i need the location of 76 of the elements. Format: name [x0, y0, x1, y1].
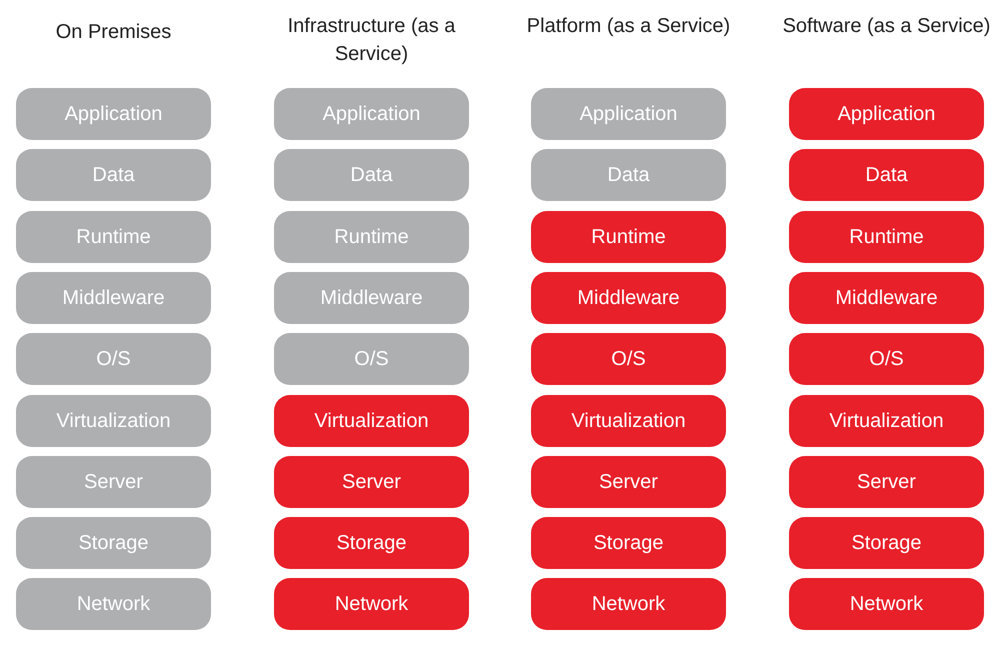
- layer-box: [274, 394, 469, 446]
- layer-box: [789, 210, 984, 263]
- layer-box: [531, 272, 726, 324]
- layer-label: Data: [865, 163, 908, 188]
- layer-label: Virtualization: [56, 408, 171, 434]
- layer-box: [16, 578, 211, 630]
- layer-label: O/S: [96, 347, 131, 372]
- layer-box: [531, 210, 726, 263]
- layer-label: Network: [76, 592, 150, 618]
- layer-label: Middleware: [62, 286, 165, 311]
- layer-box: [274, 456, 469, 508]
- layer-box: [531, 517, 726, 570]
- layer-box: [789, 333, 984, 386]
- layer-label: Network: [850, 592, 924, 618]
- layer-label: Runtime: [849, 224, 924, 250]
- layer-box: [274, 517, 469, 570]
- layer-box: [16, 456, 211, 508]
- layer-box: [16, 88, 211, 140]
- layer-box: [274, 578, 469, 630]
- layer-box: [16, 210, 211, 263]
- column-heading: Software (as a Service): [782, 14, 992, 39]
- layer-label: O/S: [611, 347, 646, 372]
- layer-label: Runtime: [334, 224, 409, 250]
- layer-label: Data: [607, 163, 650, 188]
- layer-label: Runtime: [591, 224, 666, 250]
- layer-box: [531, 578, 726, 630]
- layer-box: [274, 272, 469, 324]
- layer-box: [531, 149, 726, 202]
- layer-label: Middleware: [835, 286, 938, 311]
- layer-box: [16, 272, 211, 324]
- layer-box: [531, 88, 726, 140]
- layer-label: Server: [342, 470, 401, 495]
- layer-box: [789, 149, 984, 202]
- layer-label: Virtualization: [314, 408, 429, 434]
- column-heading: Platform (as a Service): [526, 14, 732, 39]
- layer-box: [16, 333, 211, 386]
- layer-label: Application: [322, 102, 420, 127]
- layer-label: Storage: [851, 531, 922, 556]
- column-heading: Infrastructure (as a Service): [286, 14, 456, 67]
- layer-label: Middleware: [577, 286, 680, 311]
- layer-box: [789, 517, 984, 570]
- layer-label: Network: [592, 592, 666, 618]
- layer-label: Server: [857, 470, 916, 495]
- layer-box: [531, 456, 726, 508]
- layer-label: Runtime: [76, 224, 151, 250]
- layer-label: Data: [350, 163, 393, 188]
- layer-label: Storage: [336, 531, 407, 556]
- layer-box: [16, 149, 211, 202]
- layer-label: Storage: [593, 531, 664, 556]
- layer-label: Server: [599, 470, 658, 495]
- layer-box: [789, 394, 984, 446]
- layer-box: [274, 149, 469, 202]
- layer-box: [789, 272, 984, 324]
- layer-label: Middleware: [320, 286, 423, 311]
- layer-box: [789, 578, 984, 630]
- layer-box: [789, 88, 984, 140]
- layer-box: [274, 210, 469, 263]
- layer-label: Application: [580, 102, 678, 127]
- layer-box: [16, 394, 211, 446]
- layer-box: [274, 88, 469, 140]
- layer-label: O/S: [869, 347, 904, 372]
- layer-box: [531, 333, 726, 386]
- layer-label: Virtualization: [571, 408, 686, 434]
- layer-label: Virtualization: [829, 408, 944, 434]
- layer-box: [274, 333, 469, 386]
- layer-label: Data: [92, 163, 135, 188]
- layer-label: Server: [84, 470, 143, 495]
- layer-box: [531, 394, 726, 446]
- layer-label: O/S: [354, 347, 389, 372]
- layer-box: [16, 517, 211, 570]
- layer-box: [789, 456, 984, 508]
- column-heading: On Premises: [54, 20, 172, 45]
- layer-label: Storage: [78, 531, 149, 556]
- layer-label: Application: [64, 102, 162, 127]
- layer-label: Application: [838, 102, 936, 127]
- layer-label: Network: [334, 592, 408, 618]
